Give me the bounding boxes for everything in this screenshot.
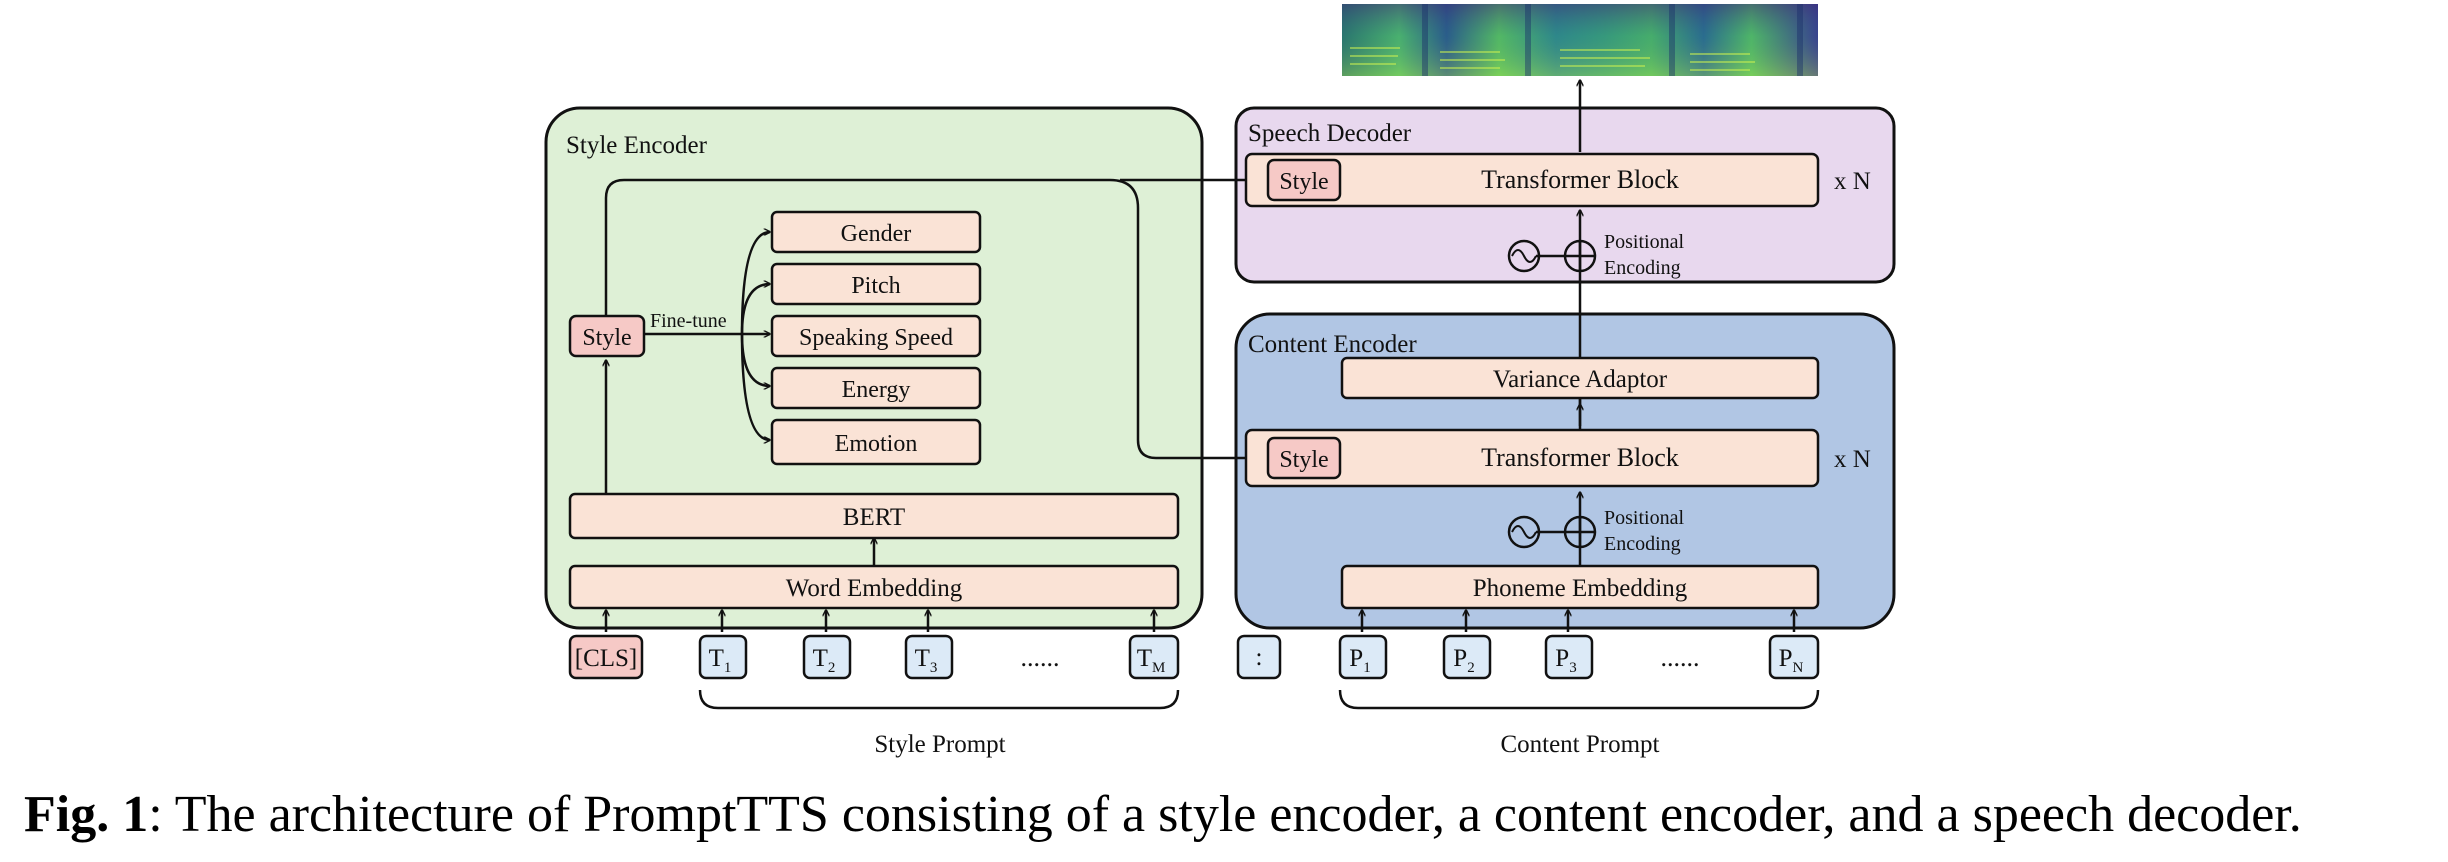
token-separator-label: :	[1256, 644, 1263, 671]
decoder-pe-label-1: Positional	[1604, 231, 1684, 253]
token-pn-label: PN	[1779, 645, 1804, 676]
head-speaking-speed: Speaking Speed	[770, 314, 982, 358]
token-t3: T3	[904, 634, 954, 680]
decoder-transformer-label: Transformer Block	[1481, 165, 1679, 194]
head-emotion-label: Emotion	[835, 431, 918, 457]
content-positional-encoding: Positional Encoding	[1507, 507, 1684, 555]
figure-caption-label: Fig. 1	[24, 786, 149, 843]
token-t3-label: T3	[915, 645, 938, 676]
connectors	[606, 80, 1794, 632]
head-gender: Gender	[770, 210, 982, 254]
token-cls: [CLS]	[568, 634, 644, 680]
content-prompt-brace	[1338, 689, 1820, 710]
speech-decoder-title: Speech Decoder	[1248, 120, 1412, 147]
style-token-encoder: Style	[568, 314, 646, 358]
token-p1: P1	[1338, 634, 1388, 680]
figure-caption: Fig. 1: The architecture of PromptTTS co…	[24, 785, 2434, 844]
style-encoder-heads: Gender Pitch Speaking Speed Energy Emoti…	[770, 210, 982, 466]
head-energy: Energy	[770, 366, 982, 410]
content-repeat-label: x N	[1834, 446, 1871, 473]
style-prompt-brace	[698, 689, 1180, 710]
style-encoder-title: Style Encoder	[566, 132, 708, 159]
token-p2: P2	[1442, 634, 1492, 680]
head-gender-label: Gender	[841, 221, 912, 247]
decoder-pe-label-2: Encoding	[1604, 257, 1681, 279]
token-separator: :	[1236, 634, 1282, 680]
sinusoid-wave	[1511, 525, 1537, 539]
variance-adaptor-block: Variance Adaptor	[1340, 356, 1820, 400]
head-energy-label: Energy	[842, 377, 911, 403]
sinusoid-icon	[1507, 239, 1541, 273]
variance-adaptor-label: Variance Adaptor	[1493, 366, 1668, 393]
token-cls-label: [CLS]	[575, 645, 638, 672]
head-pitch: Pitch	[770, 262, 982, 306]
token-p2-label: P2	[1453, 645, 1474, 676]
head-pitch-label: Pitch	[851, 273, 900, 299]
style-token-encoder-label: Style	[582, 325, 631, 351]
fine-tune-label: Fine-tune	[650, 310, 727, 332]
token-pn: PN	[1768, 634, 1820, 680]
token-p3-label: P3	[1555, 645, 1576, 676]
token-p3: P3	[1544, 634, 1594, 680]
style-prompt-label: Style Prompt	[874, 731, 1005, 758]
token-t1: T1	[698, 634, 748, 680]
decoder-repeat-label: x N	[1834, 168, 1871, 195]
token-t2-label: T2	[813, 645, 836, 676]
content-pe-label-1: Positional	[1604, 507, 1684, 529]
style-token-decoder-label: Style	[1279, 169, 1328, 195]
arrow-style-to-pitch	[740, 284, 770, 335]
arrow-style-to-decoder-style	[604, 178, 1266, 458]
head-emotion: Emotion	[770, 418, 982, 466]
token-t2: T2	[802, 634, 852, 680]
content-transformer-block: Transformer Block	[1244, 428, 1820, 488]
style-token-content: Style	[1266, 436, 1342, 480]
content-pe-label-2: Encoding	[1604, 533, 1681, 555]
style-token-decoder: Style	[1266, 158, 1342, 202]
decoder-positional-encoding: Positional Encoding	[1507, 231, 1684, 279]
style-token-content-label: Style	[1279, 447, 1328, 473]
content-encoder-title: Content Encoder	[1248, 331, 1417, 358]
spectrogram-image	[1342, 4, 1818, 76]
decoder-transformer-block: Transformer Block	[1244, 152, 1820, 208]
content-tokens-ellipsis: ......	[1661, 643, 1700, 672]
arrow-style-to-emotion	[740, 333, 770, 440]
style-tokens-ellipsis: ......	[1021, 643, 1060, 672]
bert-label: BERT	[843, 504, 905, 531]
architecture-diagram: Style Encoder Speech Decoder Content Enc…	[544, 4, 1896, 758]
phoneme-embedding-block: Phoneme Embedding	[1340, 564, 1820, 610]
phoneme-embedding-label: Phoneme Embedding	[1473, 575, 1688, 602]
word-embedding-block: Word Embedding	[568, 564, 1180, 610]
token-p1-label: P1	[1349, 645, 1370, 676]
word-embedding-label: Word Embedding	[786, 575, 963, 602]
figure-caption-text: : The architecture of PromptTTS consisti…	[148, 786, 2302, 843]
token-tm: TM	[1128, 634, 1180, 680]
content-transformer-label: Transformer Block	[1481, 443, 1679, 472]
token-t1-label: T1	[709, 645, 732, 676]
bert-block: BERT	[568, 492, 1180, 540]
input-tokens: [CLS] T1 T2 T3 ...... TM : P1 P2	[568, 634, 1820, 680]
token-tm-label: TM	[1137, 645, 1166, 676]
content-prompt-label: Content Prompt	[1500, 731, 1659, 758]
sinusoid-icon	[1507, 515, 1541, 549]
head-speaking-speed-label: Speaking Speed	[799, 325, 953, 351]
sinusoid-wave	[1511, 249, 1537, 263]
